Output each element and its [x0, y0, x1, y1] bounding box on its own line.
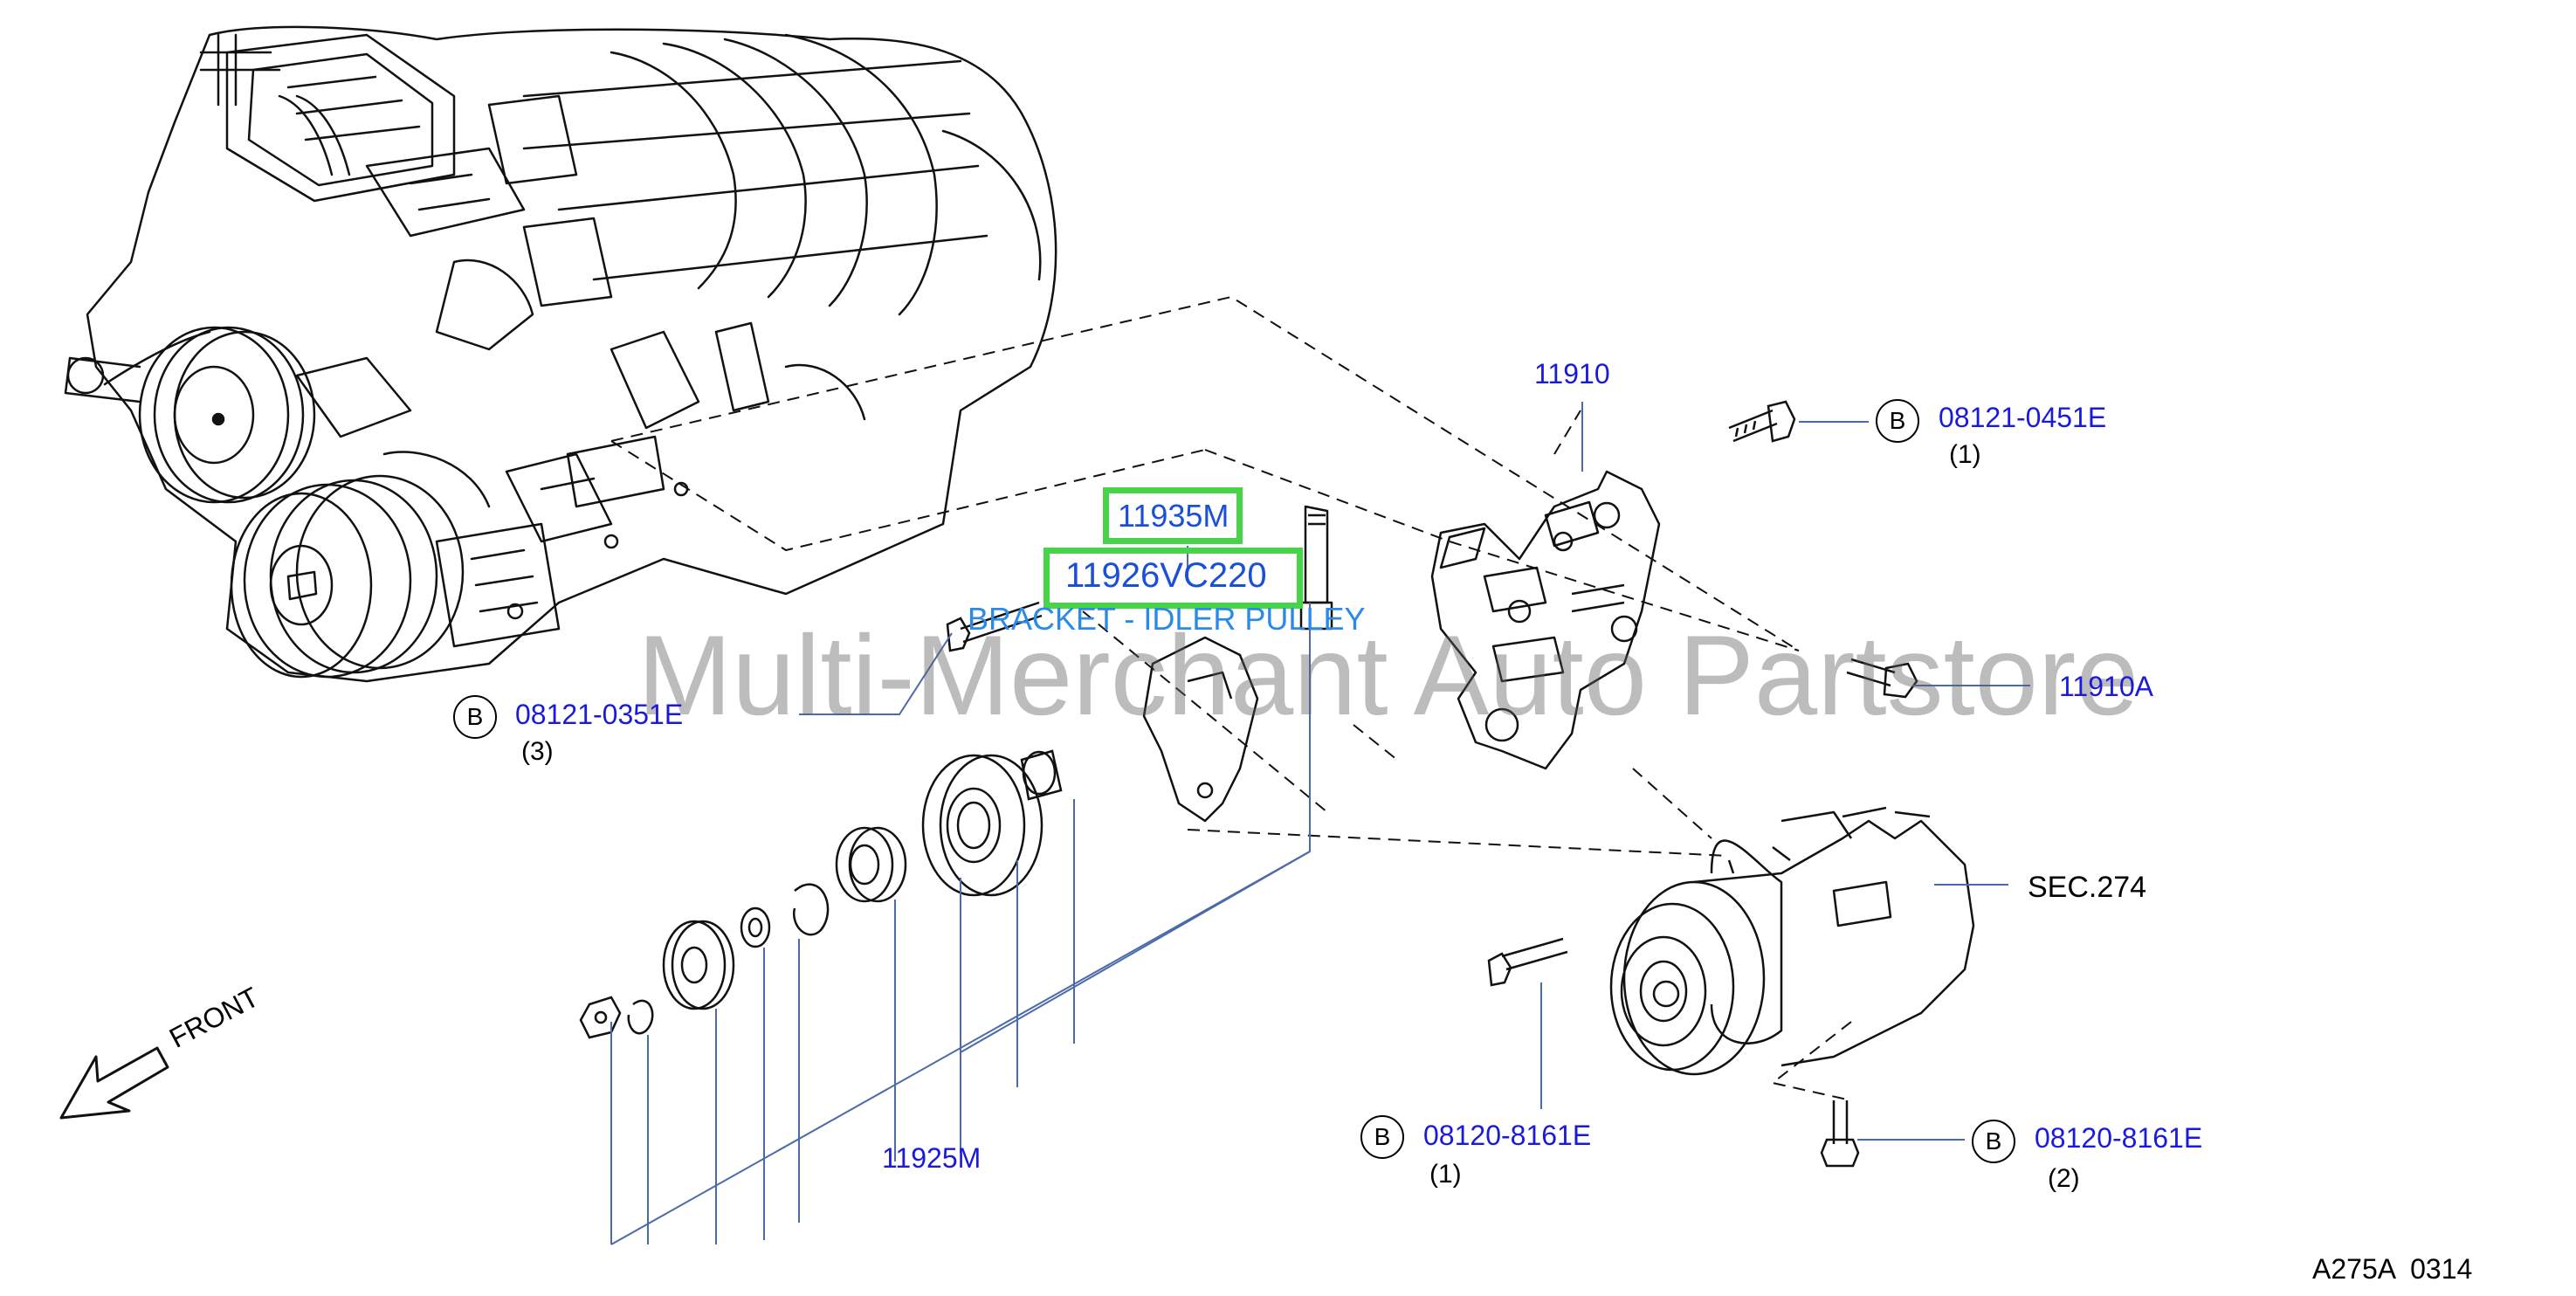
- qty-08120-8161E-2: (2): [2048, 1164, 2080, 1193]
- bolt-marker-b: B: [453, 695, 497, 739]
- bolt-marker-b: B: [1972, 1120, 2015, 1163]
- watermark: Multi-Merchant Auto Partstore: [637, 611, 2139, 739]
- diagram-code: A275A 0314: [2312, 1253, 2473, 1285]
- part-11935M-link[interactable]: 11935M: [1118, 498, 1229, 534]
- compressor-bracket-11910: [1430, 470, 1661, 770]
- qty-08121-0351E: (3): [521, 737, 554, 766]
- assembly-dashed-outline: [610, 295, 1852, 1101]
- highlight-caption: BRACKET - IDLER PULLEY: [968, 601, 1366, 637]
- bolts: [946, 400, 1918, 1168]
- part-11925M-link[interactable]: 11925M: [882, 1142, 981, 1174]
- sec-274-label[interactable]: SEC.274: [2028, 871, 2147, 904]
- engine-illustration: [64, 25, 1057, 683]
- bolt-marker-b: B: [1360, 1115, 1404, 1159]
- qty-08121-0451E: (1): [1949, 440, 1981, 469]
- highlight-box-11926VC220: [1043, 548, 1303, 609]
- part-11910A-link[interactable]: 11910A: [2059, 671, 2153, 702]
- part-08120-8161E-1-link[interactable]: 08120-8161E: [1423, 1120, 1592, 1151]
- qty-08120-8161E-1: (1): [1429, 1160, 1462, 1189]
- part-08120-8161E-2-link[interactable]: 08120-8161E: [2035, 1122, 2203, 1154]
- front-arrow-icon: [59, 1046, 169, 1120]
- leader-lines: [610, 402, 2030, 1245]
- part-11910-link[interactable]: 11910: [1534, 358, 1610, 389]
- idler-bracket: [1142, 505, 1333, 823]
- part-11926VC220-link[interactable]: 11926VC220: [1065, 556, 1267, 595]
- highlight-box-11935M: [1103, 487, 1243, 544]
- idler-pulley-components: [579, 749, 1063, 1039]
- part-08121-0351E-link[interactable]: 08121-0351E: [515, 699, 684, 730]
- bolt-marker-b: B: [1876, 399, 1919, 443]
- part-08121-0451E-link[interactable]: 08121-0451E: [1939, 402, 2107, 433]
- ac-compressor: [1609, 806, 1975, 1076]
